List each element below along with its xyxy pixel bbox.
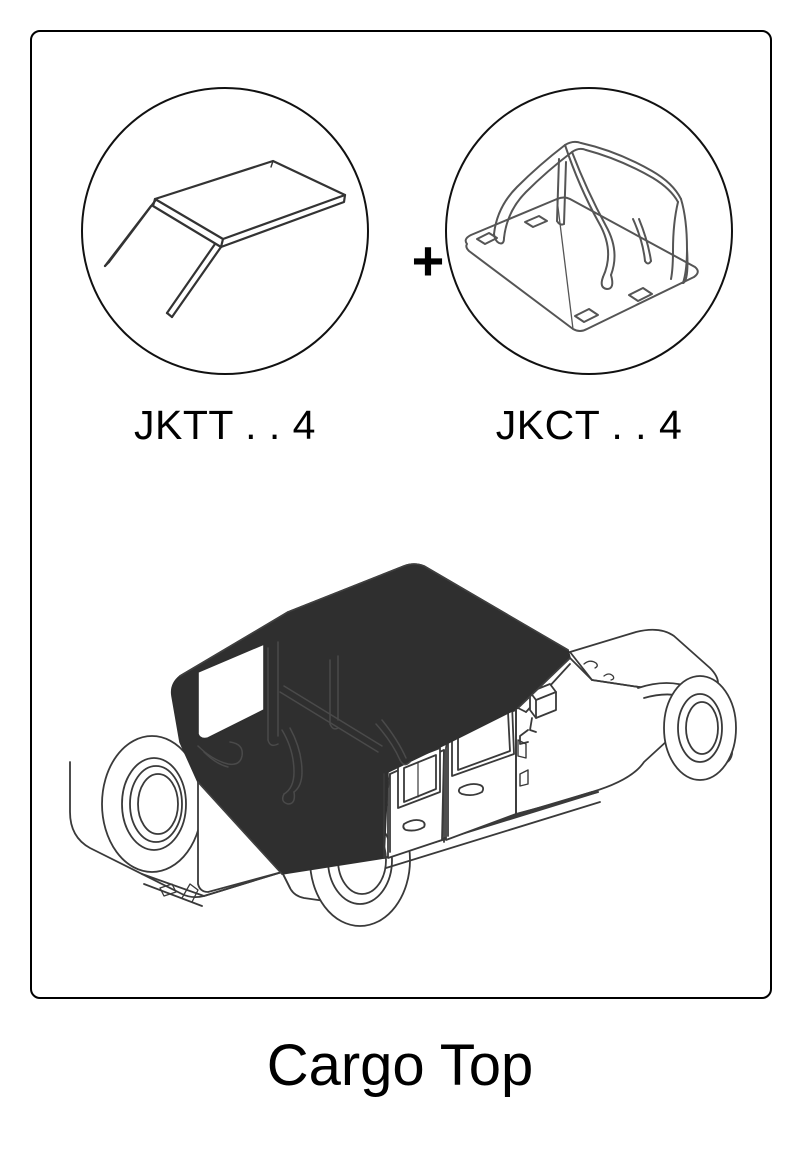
vehicle-illustration — [32, 492, 774, 992]
plus-icon: + — [411, 229, 445, 292]
parts-captions: JKTT . . 4 JKCT . . 4 — [32, 402, 774, 462]
part-caption-cargo-top-frame: JKCT . . 4 — [495, 402, 683, 448]
parts-row: + — [32, 32, 774, 392]
cargo-top-frame-icon — [445, 87, 733, 375]
soft-top-panel-icon — [81, 87, 369, 375]
part-caption-soft-top-fabric: JKTT . . 4 — [134, 402, 316, 448]
part-cargo-top-frame[interactable] — [445, 87, 733, 375]
page-title: Cargo Top — [266, 1033, 534, 1098]
part-soft-top-fabric[interactable] — [81, 87, 369, 375]
product-panel: + JKTT . . 4 JKCT . . 4 — [30, 30, 772, 999]
